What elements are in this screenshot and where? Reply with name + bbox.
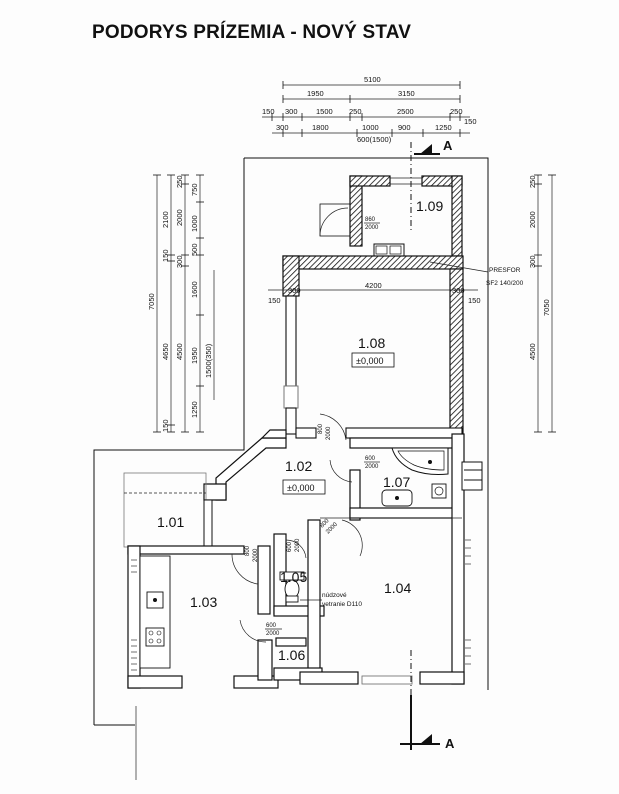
door-108-h: 2000 — [326, 426, 332, 440]
room-level-108: ±0,000 — [356, 356, 383, 366]
door-107-h: 2000 — [365, 464, 379, 470]
dim-left-7050: 7050 — [147, 293, 156, 310]
room-label-101: 1.01 — [157, 514, 184, 530]
section-label-top: A — [443, 138, 453, 153]
door-107-w: 600 — [365, 456, 376, 462]
dim-r4-3: 900 — [398, 123, 411, 132]
door-105-h: 2000 — [295, 538, 301, 552]
room-level-102: ±0,000 — [287, 483, 314, 493]
wall-108-left-window — [285, 295, 297, 387]
door-swings — [231, 207, 363, 643]
note-vent-1: núdzové — [322, 592, 347, 599]
dim-top-1950: 1950 — [307, 89, 324, 98]
dim-r5-0: 600(1500) — [357, 135, 392, 144]
door-106-h: 2000 — [266, 631, 280, 637]
dim-right-7050: 7050 — [542, 299, 551, 316]
dim-left-1950: 1950 — [190, 347, 199, 364]
wall-103-top — [127, 545, 245, 555]
boiler-icon — [431, 483, 447, 499]
dim-r3-5: 250 — [450, 107, 463, 116]
door-106-w: 600 — [266, 623, 277, 629]
dim-left-500: 500 — [190, 243, 199, 256]
room-labels: 1.09 1.08 ±0,000 1.02 ±0,000 1.07 1.01 1… — [157, 198, 443, 663]
door-105-w: 600 — [287, 541, 293, 552]
dim-wall-150-right: 150 — [468, 296, 481, 305]
wall-103-left — [127, 545, 141, 689]
room-label-102: 1.02 — [285, 458, 312, 474]
door-103-w: 800 — [245, 545, 251, 556]
note-vent-2: vetranie D110 — [322, 601, 362, 608]
dim-left-2000: 2000 — [175, 209, 184, 226]
wall-109-right — [451, 175, 463, 257]
dim-right-250: 250 — [528, 175, 537, 188]
room-label-106: 1.06 — [278, 647, 305, 663]
dim-wall-300-right: 300 — [452, 286, 465, 295]
door-109-h: 2000 — [365, 225, 379, 231]
door-104-w: 800 — [319, 518, 331, 530]
dim-r3-2: 1500 — [316, 107, 333, 116]
dim-left-1500-350: 1500(350) — [204, 343, 213, 378]
room-label-104: 1.04 — [384, 580, 411, 596]
dim-left-300: 300 — [175, 255, 184, 268]
interior-dimensions: 4200 150 300 300 150 — [268, 281, 481, 305]
door-109-w: 860 — [365, 217, 376, 223]
dim-right-2000: 2000 — [528, 211, 537, 228]
section-marker-bottom: A — [400, 650, 455, 751]
left-dimension-chains: 7050 2100 150 4650 150 250 2000 300 4500… — [147, 174, 215, 433]
dim-108-width: 4200 — [365, 281, 382, 290]
dim-r4-4: 1250 — [435, 123, 452, 132]
building-walls — [123, 175, 483, 689]
room-label-108: 1.08 — [358, 335, 385, 351]
drawing-title: PODORYS PRÍZEMIA - NOVÝ STAV — [92, 22, 412, 43]
dim-left-1000: 1000 — [190, 215, 199, 232]
room-label-103: 1.03 — [190, 594, 217, 610]
dim-left-150a: 150 — [161, 249, 170, 262]
site-outline — [93, 157, 489, 780]
dim-r4-2: 1000 — [362, 123, 379, 132]
dim-left-250: 250 — [175, 175, 184, 188]
dim-r4-5: 150 — [464, 117, 477, 126]
dim-r3-0: 150 — [262, 107, 275, 116]
door-108-w: 800 — [318, 423, 324, 434]
door-103-h: 2000 — [253, 548, 259, 562]
dim-r4-1: 1800 — [312, 123, 329, 132]
dim-top-3150: 3150 — [398, 89, 415, 98]
dim-left-4650: 4650 — [161, 343, 170, 360]
right-dimension-chains: 250 2000 300 4500 7050 — [528, 174, 556, 433]
stove — [145, 627, 165, 647]
note-presfor: PRESFOR — [489, 267, 521, 274]
notes: PRESFOR SF2 140/200 núdzové vetranie D11… — [300, 261, 524, 608]
dim-r3-4: 2500 — [397, 107, 414, 116]
dim-wall-300-left: 300 — [288, 286, 301, 295]
dim-left-150b: 150 — [161, 419, 170, 432]
kitchen-counter — [139, 555, 171, 669]
note-presfor-type: SF2 140/200 — [486, 280, 524, 287]
bathtub-icon — [391, 447, 449, 475]
dim-left-750: 750 — [190, 183, 199, 196]
dim-left-1600: 1600 — [190, 281, 199, 298]
room-label-109: 1.09 — [416, 198, 443, 214]
dim-r3-1: 300 — [285, 107, 298, 116]
top-dimension-chains: 5100 1950 3150 150 300 1500 250 2500 250… — [262, 75, 477, 144]
wall-109-top-left — [349, 175, 391, 187]
room-101-outline — [123, 472, 207, 548]
room-label-105: 1.05 — [280, 569, 307, 585]
section-label-bottom: A — [445, 736, 455, 751]
wall-108-top — [282, 255, 464, 270]
dim-left-4500: 4500 — [175, 343, 184, 360]
dim-left-1250: 1250 — [190, 401, 199, 418]
dim-top-total: 5100 — [364, 75, 381, 84]
dim-wall-150-left: 150 — [268, 296, 281, 305]
washbasin-105 — [279, 571, 305, 581]
dim-left-2100: 2100 — [161, 211, 170, 228]
dim-right-300: 300 — [528, 255, 537, 268]
room-label-107: 1.07 — [383, 474, 410, 490]
dim-r4-0: 300 — [276, 123, 289, 132]
section-marker-top: A — [410, 138, 453, 230]
dim-right-4500: 4500 — [528, 343, 537, 360]
dim-r3-3: 250 — [349, 107, 362, 116]
